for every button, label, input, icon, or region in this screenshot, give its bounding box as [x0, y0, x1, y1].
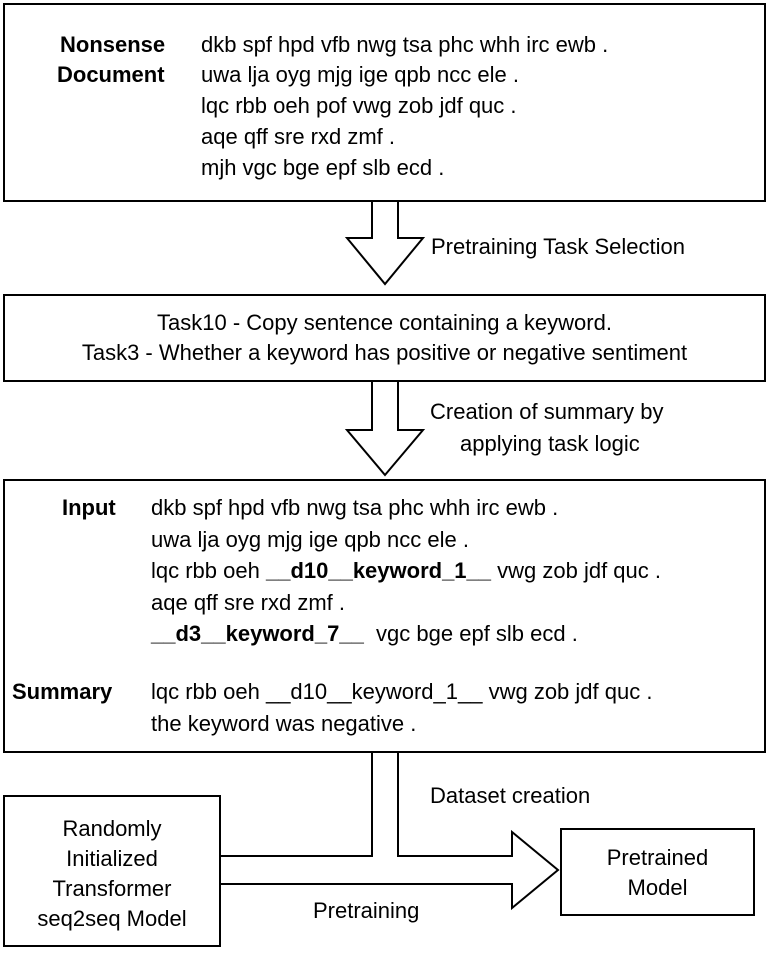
- document-line-4: aqe qff sre rxd zmf .: [201, 124, 396, 149]
- document-line-5: mjh vgc bge epf slb ecd .: [201, 155, 445, 180]
- example-box: [3, 479, 766, 753]
- summary-creation-label-1: Creation of summary by: [430, 399, 664, 424]
- summary-line-2: the keyword was negative .: [151, 711, 417, 736]
- document-line-3: lqc rbb oeh pof vwg zob jdf quc .: [201, 93, 517, 118]
- task-selection-label: Pretraining Task Selection: [431, 234, 685, 259]
- document-line-1: dkb spf hpd vfb nwg tsa phc whh irc ewb …: [201, 32, 609, 57]
- pretrained-model-line-1: Pretrained: [606, 845, 709, 870]
- pretrained-model-box: [560, 828, 755, 916]
- task10-text: Task10 - Copy sentence containing a keyw…: [157, 310, 612, 335]
- keyword-d3: __d3__keyword_7__: [151, 621, 364, 646]
- summary-line-1: lqc rbb oeh __d10__keyword_1__ vwg zob j…: [151, 679, 653, 704]
- input-line-5-suffix: vgc bge epf slb ecd .: [363, 621, 578, 646]
- input-line-3-suffix: vwg zob jdf quc .: [491, 558, 662, 583]
- summary-creation-arrow: [344, 380, 426, 477]
- task3-text: Task3 - Whether a keyword has positive o…: [81, 340, 688, 365]
- random-model-line-2: Initialized: [66, 846, 158, 871]
- random-model-line-1: Randomly: [62, 816, 162, 841]
- pretraining-label: Pretraining: [313, 898, 420, 923]
- input-line-3-prefix: lqc rbb oeh: [151, 558, 266, 583]
- document-line-2: uwa lja oyg mjg ige qpb ncc ele .: [201, 62, 519, 87]
- input-line-2: uwa lja oyg mjg ige qpb ncc ele .: [151, 527, 469, 552]
- document-label-1: Nonsense: [60, 32, 166, 57]
- input-line-1: dkb spf hpd vfb nwg tsa phc whh irc ewb …: [151, 495, 559, 520]
- random-model-box: [3, 795, 221, 947]
- input-label: Input: [62, 495, 116, 520]
- document-label-2: Document: [57, 62, 165, 87]
- task-selection-arrow: [344, 200, 426, 286]
- pretraining-arrow: [219, 751, 560, 911]
- tasks-box: [3, 294, 766, 382]
- input-line-4: aqe qff sre rxd zmf .: [151, 590, 346, 615]
- input-line-3: lqc rbb oeh __d10__keyword_1__ vwg zob j…: [151, 555, 661, 586]
- pretrained-model-line-2: Model: [627, 875, 688, 900]
- random-model-line-4: seq2seq Model: [37, 906, 187, 931]
- keyword-d10: __d10__keyword_1__: [265, 558, 492, 583]
- dataset-creation-label: Dataset creation: [430, 783, 591, 808]
- input-line-5: __d3__keyword_7__ vgc bge epf slb ecd .: [151, 618, 578, 649]
- summary-creation-label-2: applying task logic: [460, 431, 640, 456]
- random-model-line-3: Transformer: [52, 876, 172, 901]
- summary-label: Summary: [12, 679, 113, 704]
- nonsense-document-box: [3, 3, 766, 202]
